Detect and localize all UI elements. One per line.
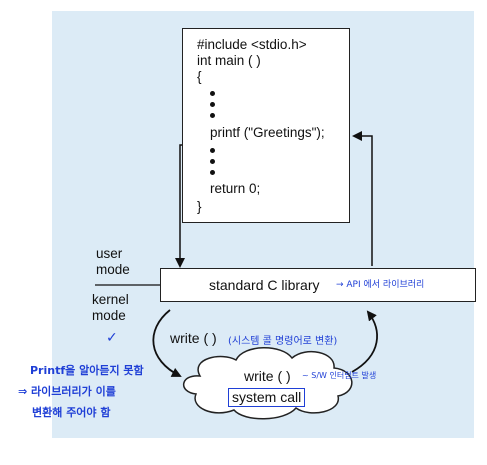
- code-open-brace: {: [197, 69, 202, 84]
- code-printf-line: printf ("Greetings");: [210, 125, 325, 140]
- ellipsis-dot: [210, 102, 215, 107]
- cloud-write-label: write ( ): [244, 368, 291, 384]
- user-mode-label: user mode: [96, 246, 130, 277]
- ellipsis-dot: [210, 148, 215, 153]
- system-call-label: system call: [228, 388, 306, 407]
- user-program-code-box: #include <stdio.h> int main ( ) { printf…: [182, 28, 350, 223]
- write-arrow-up: [351, 310, 378, 373]
- ellipsis-dot: [210, 113, 215, 118]
- code-include-line: #include <stdio.h>: [197, 37, 307, 52]
- api-handwritten-note: → API 에서 라이브러리: [336, 280, 425, 290]
- ellipsis-dot: [210, 159, 215, 164]
- interrupt-handwritten-note: ~ S/W 인터럽트 발생: [302, 371, 377, 380]
- write-call-label: write ( ): [170, 330, 217, 346]
- code-return-line: return 0;: [210, 181, 261, 196]
- checkmark-icon: ✓: [106, 330, 118, 346]
- write-arrow-down: [152, 309, 182, 377]
- code-close-brace: }: [197, 199, 202, 214]
- left-handwritten-note-1: Printf을 알아듣지 못함: [30, 364, 144, 377]
- kernel-cloud: [183, 347, 353, 420]
- left-handwritten-note-3: 변환해 주어야 함: [32, 406, 111, 419]
- ellipsis-dot: [210, 170, 215, 175]
- code-main-line: int main ( ): [197, 53, 261, 68]
- ellipsis-dot: [210, 91, 215, 96]
- standard-c-library-label: standard C library: [209, 277, 320, 293]
- left-handwritten-note-2: ⇒ 라이브러리가 이를: [18, 385, 116, 398]
- return-arrow-up: [352, 131, 373, 266]
- standard-c-library-box: standard C library: [160, 268, 476, 302]
- kernel-mode-label: kernel mode: [92, 292, 129, 323]
- write-handwritten-note: (시스템 콜 명령어로 변환): [228, 336, 338, 347]
